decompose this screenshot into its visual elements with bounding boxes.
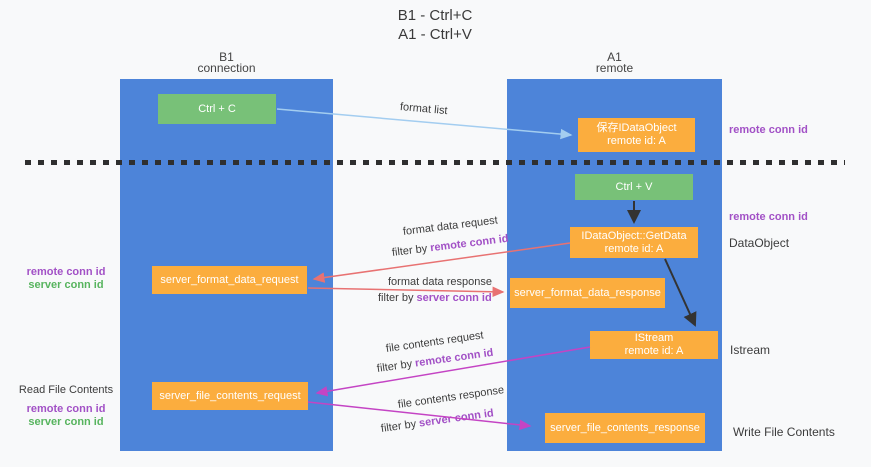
copy-paste-separator-line: [25, 160, 845, 165]
format-data-response-label: format data response: [388, 276, 492, 288]
istream-line1: IStream: [634, 332, 674, 344]
filter-by-server-1: filter by server conn id: [378, 292, 492, 304]
server-format-data-response-label: server_format_data_response: [514, 286, 661, 299]
server-file-contents-request-node: server_file_contents_request: [152, 382, 308, 410]
server-format-data-request-node: server_format_data_request: [152, 266, 307, 294]
save-dataobject-node: 保存IDataObject remote id: A: [578, 118, 695, 152]
server-file-contents-request-label: server_file_contents_request: [159, 389, 301, 402]
server-file-contents-response-node: server_file_contents_response: [545, 413, 705, 443]
remote-conn-id-text: remote conn id: [429, 232, 510, 255]
ctrl-v-node: Ctrl + V: [575, 174, 693, 200]
dataobject-label: DataObject: [729, 236, 790, 250]
server-file-contents-response-label: server_file_contents_response: [550, 421, 700, 434]
istream-line2: remote id: A: [624, 345, 684, 357]
left-server-conn-id-2: server conn id: [28, 416, 104, 428]
write-file-contents-label: Write File Contents: [733, 425, 835, 439]
left-server-conn-id-1: server conn id: [28, 279, 104, 291]
ctrl-v-label: Ctrl + V: [615, 180, 653, 193]
right-remote-conn-id-top: remote conn id: [729, 124, 808, 136]
title-line-2: A1 - Ctrl+V: [398, 26, 472, 43]
left-column-name: B1: [219, 50, 234, 64]
left-remote-conn-id-1: remote conn id: [26, 266, 106, 278]
right-column-header: A1 remote: [507, 50, 722, 75]
filter-by-text: filter by: [380, 417, 420, 435]
save-dataobject-line1: 保存IDataObject: [596, 122, 677, 134]
left-column-subtitle: connection: [197, 61, 256, 75]
filter-by-server-2: filter by server conn id: [380, 407, 494, 435]
diagram-title: B1 - Ctrl+C A1 - Ctrl+V: [300, 6, 570, 44]
save-dataobject-line2: remote id: A: [607, 135, 666, 147]
left-read-file-group: Read File Contents remote conn id server…: [14, 384, 118, 429]
getdata-node: IDataObject::GetData remote id: A: [570, 227, 698, 258]
getdata-line1: IDataObject::GetData: [581, 229, 687, 242]
remote-conn-id-text: remote conn id: [414, 346, 495, 370]
right-column-name: A1: [607, 50, 622, 64]
filter-by-text: filter by: [391, 242, 431, 259]
left-column-header: B1 connection: [120, 50, 333, 75]
filter-by-text: filter by: [378, 292, 417, 304]
istream-node: IStream remote id: A: [590, 331, 718, 359]
filter-by-text: filter by: [376, 357, 416, 375]
server-format-data-request-label: server_format_data_request: [160, 273, 299, 286]
title-line-1: B1 - Ctrl+C: [397, 7, 473, 24]
getdata-line2: remote id: A: [604, 242, 664, 255]
read-file-contents-label: Read File Contents: [18, 384, 114, 396]
server-format-data-response-node: server_format_data_response: [510, 278, 665, 308]
server-conn-id-text: server conn id: [418, 407, 495, 430]
left-remote-conn-id-2: remote conn id: [26, 403, 106, 415]
right-column-subtitle: remote: [595, 61, 634, 75]
right-remote-conn-id-mid: remote conn id: [729, 211, 808, 223]
ctrl-c-label: Ctrl + C: [198, 102, 236, 115]
format-data-request-label: format data request: [402, 214, 499, 238]
ctrl-c-node: Ctrl + C: [158, 94, 276, 124]
server-conn-id-text: server conn id: [416, 292, 492, 304]
istream-side-label: Istream: [730, 343, 771, 357]
left-conn-id-group-1: remote conn id server conn id: [18, 266, 114, 292]
format-list-label: format list: [399, 101, 449, 118]
